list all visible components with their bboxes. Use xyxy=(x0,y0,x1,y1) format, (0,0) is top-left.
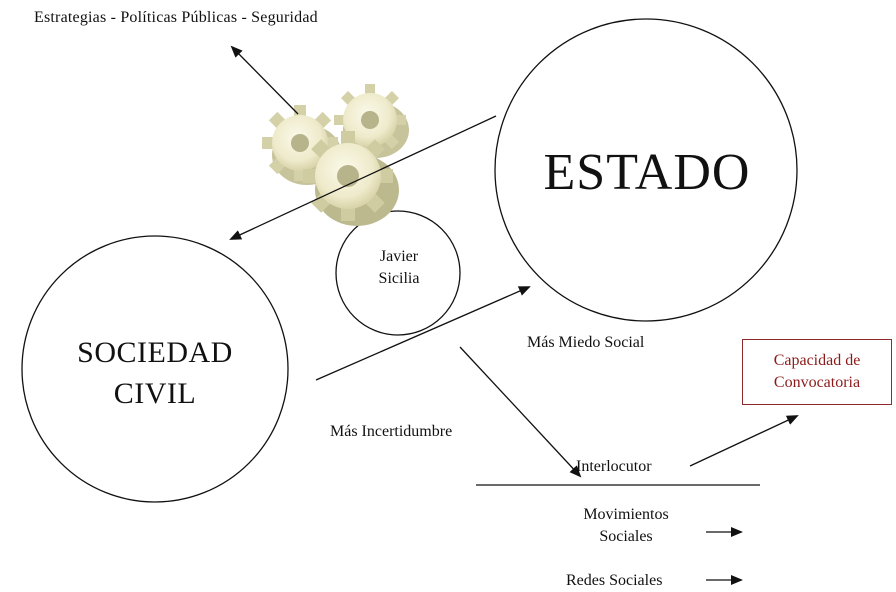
gears-to-title-arrow xyxy=(230,45,299,115)
estado-to-sociedad-arrow xyxy=(229,115,497,240)
capacidad-line-1: Capacidad de xyxy=(773,352,861,370)
sociedad-to-estado-arrow xyxy=(315,286,531,381)
estado-circle xyxy=(494,18,798,322)
javier-sicilia-line-1: Javier xyxy=(379,248,419,265)
redes-sociales-label: Redes Sociales xyxy=(566,572,663,589)
capacidad-convocatoria-box: Capacidad de Convocatoria xyxy=(742,339,892,405)
to-interlocutor-arrow xyxy=(459,346,582,478)
mas-incertidumbre-label: Más Incertidumbre xyxy=(330,423,453,440)
sociedad-civil-label: SOCIEDAD CIVIL xyxy=(10,333,300,414)
gears-icon xyxy=(262,84,409,226)
interlocutor-label: Interlocutor xyxy=(576,458,652,475)
capacidad-convocatoria-label: Capacidad de Convocatoria xyxy=(774,350,861,393)
sociedad-civil-line-2: CIVIL xyxy=(113,376,197,410)
interlocutor-to-capacidad-arrow xyxy=(689,415,799,467)
estado-label: ESTADO xyxy=(543,144,751,201)
movimientos-line-1: Movimientos xyxy=(583,506,669,523)
diagram-title: Estrategias - Políticas Públicas - Segur… xyxy=(34,9,318,26)
sociedad-civil-circle xyxy=(21,235,289,503)
movimientos-sociales-label: Movimientos Sociales xyxy=(556,504,696,547)
sociedad-civil-line-1: SOCIEDAD xyxy=(77,336,233,369)
javier-sicilia-label: Javier Sicilia xyxy=(336,246,462,289)
movimientos-line-2: Sociales xyxy=(599,527,653,545)
javier-sicilia-circle xyxy=(335,210,461,336)
capacidad-line-2: Convocatoria xyxy=(773,374,861,391)
javier-sicilia-line-2: Sicilia xyxy=(378,269,420,287)
mas-miedo-social-label: Más Miedo Social xyxy=(527,334,645,351)
